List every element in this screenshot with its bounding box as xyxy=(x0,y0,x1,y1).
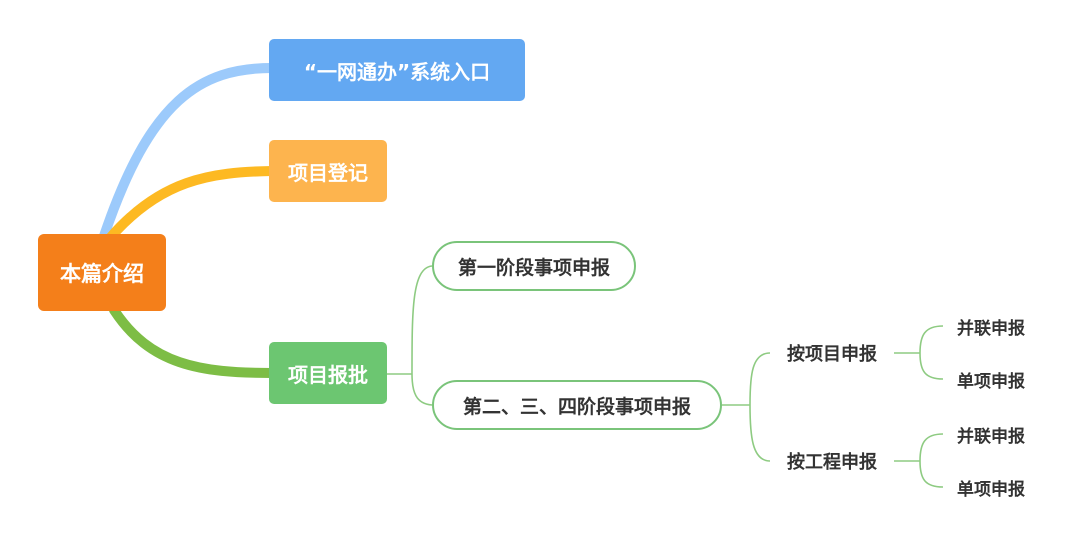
node-stage234[interactable]: 第二、三、四阶段事项申报 xyxy=(432,380,722,430)
link-by-engineering xyxy=(749,404,771,462)
link-by-project-single xyxy=(919,352,944,380)
branch-registration[interactable]: 项目登记 xyxy=(269,140,387,202)
link-stage234 xyxy=(411,373,433,406)
leaf-by-engineering-parallel[interactable]: 并联申报 xyxy=(957,426,1025,447)
node-by-project[interactable]: 按项目申报 xyxy=(787,344,877,365)
branch-portal[interactable]: “一网通办”系统入口 xyxy=(269,39,525,101)
link-registration xyxy=(105,166,277,243)
link-approval xyxy=(109,305,277,378)
node-stage1[interactable]: 第一阶段事项申报 xyxy=(432,241,636,291)
link-by-project-parallel xyxy=(919,325,944,354)
branch-approval[interactable]: 项目报批 xyxy=(269,342,387,404)
link-by-engineering-parallel xyxy=(919,433,944,462)
node-by-engineering[interactable]: 按工程申报 xyxy=(787,452,877,473)
link-by-project xyxy=(749,352,771,406)
leaf-by-engineering-single[interactable]: 单项申报 xyxy=(957,479,1025,500)
root-node[interactable]: 本篇介绍 xyxy=(38,234,166,311)
leaf-by-project-single[interactable]: 单项申报 xyxy=(957,371,1025,392)
link-by-engineering-single xyxy=(919,460,944,488)
link-portal xyxy=(99,63,277,241)
leaf-by-project-parallel[interactable]: 并联申报 xyxy=(957,318,1025,339)
link-stage1 xyxy=(411,265,433,375)
